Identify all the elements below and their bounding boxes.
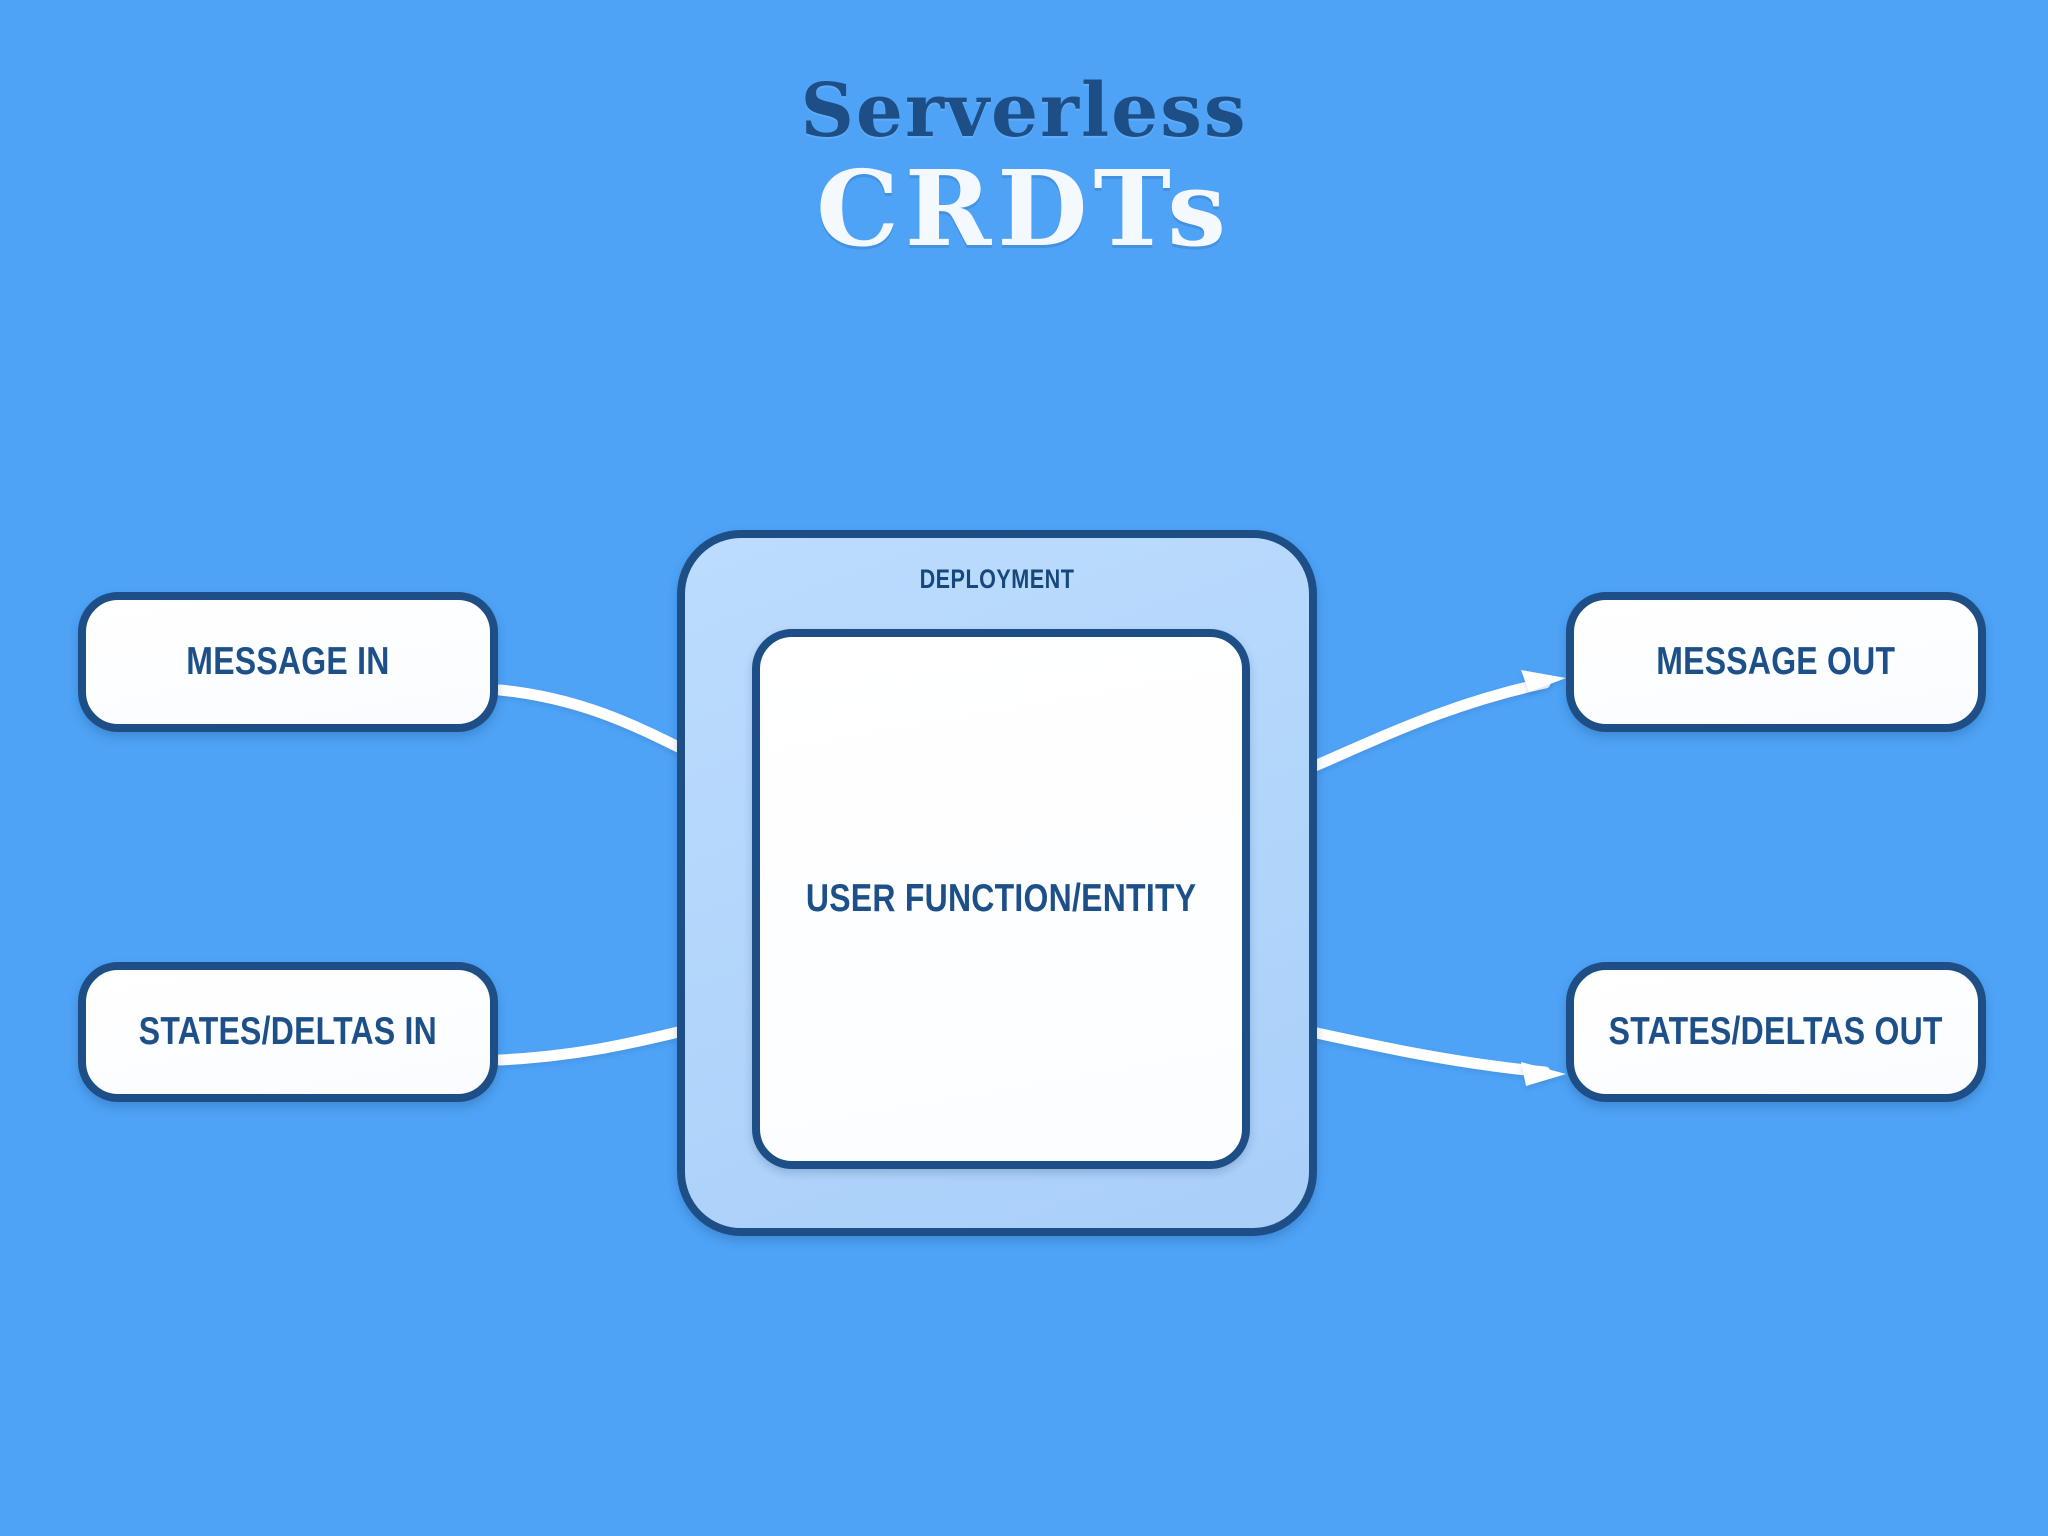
title-line-serverless: Serverless <box>800 68 1248 154</box>
deployment-label: DEPLOYMENT <box>919 564 1075 594</box>
node-message-in[interactable]: MESSAGE IN <box>78 592 498 732</box>
arrowhead-message-out <box>1521 670 1566 692</box>
node-states-deltas-out[interactable]: STATES/DELTAS OUT <box>1566 962 1986 1102</box>
node-states-deltas-out-label: STATES/DELTAS OUT <box>1608 1010 1944 1053</box>
user-function-entity-box[interactable]: USER FUNCTION/ENTITY <box>752 629 1250 1169</box>
page-title: Serverless CRDTs <box>0 68 2048 271</box>
node-states-deltas-in[interactable]: STATES/DELTAS IN <box>78 962 498 1102</box>
node-states-deltas-in-label: STATES/DELTAS IN <box>138 1010 438 1053</box>
node-message-out-label: MESSAGE OUT <box>1656 640 1896 683</box>
user-function-entity-label: USER FUNCTION/ENTITY <box>760 877 1242 921</box>
node-message-in-label: MESSAGE IN <box>186 640 390 683</box>
node-message-out[interactable]: MESSAGE OUT <box>1566 592 1986 732</box>
title-line-crdts: CRDTs <box>816 147 1232 271</box>
arrowhead-states-out <box>1521 1062 1566 1086</box>
user-function-entity-text: USER FUNCTION/ENTITY <box>805 877 1197 920</box>
